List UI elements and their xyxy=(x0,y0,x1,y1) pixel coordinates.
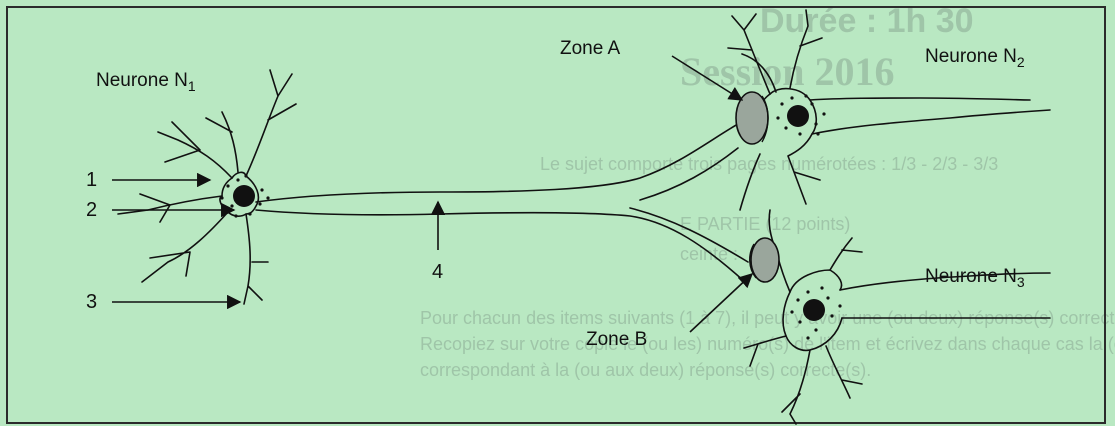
label-zone-a: Zone A xyxy=(560,38,621,59)
label-neurone-n2: Neurone N2 xyxy=(925,46,1025,70)
nucleus-n3 xyxy=(803,299,825,321)
arrow-zone-a xyxy=(672,56,742,100)
neuron-n2 xyxy=(728,10,1050,210)
neuron-n3 xyxy=(744,210,1050,424)
label-neurone-n1: Neurone N1 xyxy=(96,70,196,94)
arrow-zone-b xyxy=(690,274,752,332)
label-number-3: 3 xyxy=(86,291,97,313)
synapse-b-bouton xyxy=(751,238,779,282)
nucleus-n2 xyxy=(787,105,809,127)
label-neurone-n3: Neurone N3 xyxy=(925,266,1025,290)
label-zone-b: Zone B xyxy=(586,329,647,350)
nucleus-n1 xyxy=(233,185,255,207)
label-number-2: 2 xyxy=(86,199,97,221)
label-number-1: 1 xyxy=(86,169,97,191)
label-number-4: 4 xyxy=(432,261,443,283)
